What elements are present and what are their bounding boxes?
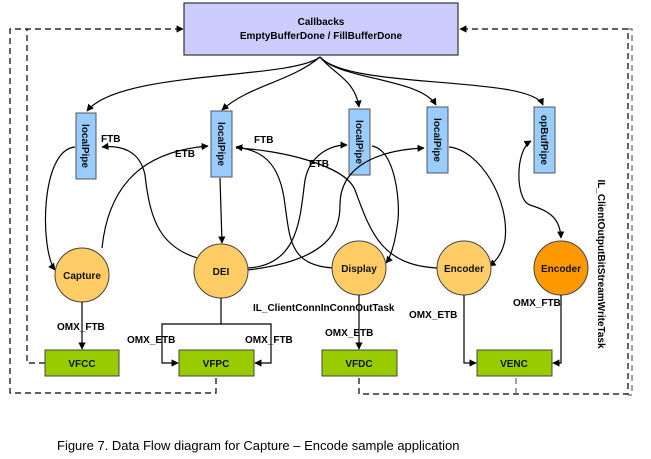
label-display-omx-etb: OMX_ETB [325,328,373,339]
omx-labels: OMX_FTB OMX_ETB OMX_FTB OMX_ETB OMX_ETB … [57,298,561,346]
edge-callbacks-to-pipe-output [319,56,544,106]
edge-capture-etb-to-pipe-dei [101,142,209,249]
task-label-output-bitstream: IL_ClientOutputBitStreamWriteTask [595,179,606,349]
omx-edges [78,295,562,367]
edge-pipe-encoder-to-encoder [448,146,507,267]
pipe-output-label: opBufPipe [538,115,549,165]
pipe-encoder: localPipe [426,106,449,174]
edge-dei-ftb-to-pipe-capture [101,142,206,261]
callbacks-box: Callbacks EmptyBufferDone / FillBufferDo… [183,2,459,56]
flow-edges [44,140,565,271]
node-capture: Capture [54,247,110,303]
pipe-capture-label: localPipe [79,124,90,168]
label-dei-omx-etb: OMX_ETB [127,335,175,346]
component-vfdc: VFDC [321,349,398,377]
dashed-loop-right [358,25,633,396]
label-encoder-output-omx-ftb: OMX_FTB [513,298,561,309]
pipe-capture: localPipe [75,112,97,180]
component-venc: VENC [476,349,553,377]
figure-caption: Figure 7. Data Flow diagram for Capture … [57,438,460,453]
callbacks-title: Callbacks [298,17,345,28]
label-etb-2: ETB [309,159,329,170]
pipes: localPipe localPipe localPipe localPipe … [75,106,556,180]
edge-display-ftb-to-pipe-dei [235,144,334,269]
pipe-dei-label: localPipe [215,122,226,166]
label-capture-omx-ftb: OMX_FTB [57,322,105,333]
node-encoder-output-label: Encoder [541,264,581,275]
node-encoder: Encoder [436,240,492,296]
callbacks-rect [183,2,459,56]
edge-encoder-output-to-venc [552,295,562,367]
label-encoder-omx-etb: OMX_ETB [409,310,457,321]
dashed-edge-vdc-venc-to-callbacks [358,25,629,395]
node-dei-label: DEI [213,267,230,278]
callback-fanout [86,56,544,112]
component-vfdc-label: VFDC [345,359,372,370]
dashed-edge-vfpc-to-callbacks [9,28,217,394]
edge-callbacks-to-pipe-display [319,56,362,108]
edge-callbacks-to-pipe-dei [221,56,321,111]
components: VFCC VFPC VFDC VENC [44,349,553,377]
component-venc-label: VENC [500,359,528,370]
nodes: Capture DEI Display Encoder Encoder [54,240,589,303]
node-display-label: Display [341,264,377,275]
pipe-encoder-label: localPipe [431,118,442,162]
pipe-dei: localPipe [210,110,233,178]
pipe-display: localPipe [348,108,371,176]
edge-callbacks-to-pipe-capture [86,56,321,112]
node-encoder-output: Encoder [533,240,589,296]
component-vfcc: VFCC [44,349,120,377]
edge-dei-to-pipe-display [247,141,348,269]
callbacks-subtitle: EmptyBufferDone / FillBufferDone [240,31,403,42]
edge-pipe-dei-to-dei [218,177,226,244]
node-encoder-label: Encoder [444,264,484,275]
edge-encoder-to-pipe-dei [235,147,438,269]
label-ftb-1: FTB [101,134,120,145]
edge-dei-to-vfpc-ftb [221,323,272,367]
node-display: Display [331,240,387,296]
dashed-loop-left [9,25,217,394]
edge-dei-to-pipe-encoder [247,144,425,271]
upper-edge-labels: FTB ETB FTB ETB [101,134,329,170]
edge-dei-split [161,298,222,367]
component-vfpc: VFPC [178,349,255,377]
task-label-connin-connout: IL_ClientConnInConnOutTask [253,303,395,314]
component-vfcc-label: VFCC [68,359,95,370]
pipe-output: opBufPipe [533,106,556,174]
dashed-edge-venc-output [515,28,633,396]
edge-pipe-capture-to-capture [44,146,76,271]
node-capture-label: Capture [63,271,101,282]
edge-encoder-out-opbufpipe [518,140,565,239]
pipe-display-label: localPipe [353,120,364,164]
edge-encoder-to-venc [463,295,477,367]
edge-pipe-display-to-display [371,145,399,264]
label-ftb-2: FTB [254,135,273,146]
label-dei-omx-ftb: OMX_FTB [245,335,293,346]
label-etb-1: ETB [175,149,195,160]
dashed-edge-vfcc-to-callbacks [26,25,184,364]
component-vfpc-label: VFPC [203,359,230,370]
node-dei: DEI [193,243,249,299]
